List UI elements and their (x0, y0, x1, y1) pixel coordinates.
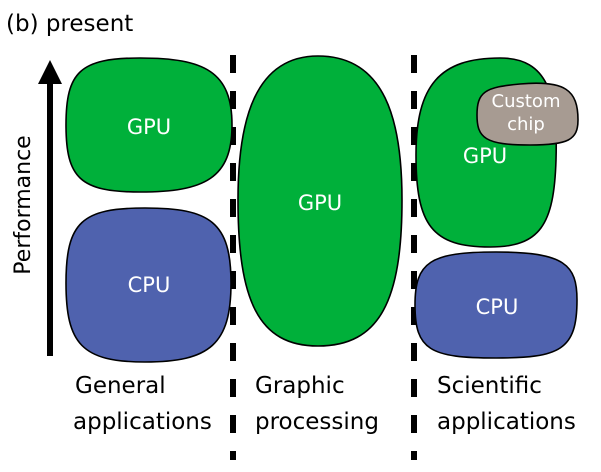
category-label-scientific-line1: Scientific (437, 373, 542, 399)
cpu-label: CPU (476, 295, 519, 319)
category-label-graphic-line1: Graphic (255, 373, 345, 399)
custom-chip-label-line1: Custom (492, 91, 561, 112)
axis-label-performance: Performance (11, 135, 36, 274)
cpu-block (65, 207, 232, 363)
performance-arrow-icon (38, 60, 62, 356)
gpu-label: GPU (127, 115, 171, 139)
category-label-graphic-line2: processing (255, 409, 379, 435)
gpu-label: GPU (298, 191, 342, 215)
cpu-block (414, 251, 578, 359)
gpu-label: GPU (463, 144, 507, 168)
column-scientific-applications: GPU Custom chip CPU (414, 57, 579, 359)
figure-title: (b) present (6, 11, 133, 37)
cpu-label: CPU (128, 273, 171, 297)
category-label-general-line2: applications (73, 409, 212, 435)
category-label-scientific-line2: applications (437, 409, 576, 435)
column-general-applications: GPU CPU (65, 57, 233, 363)
custom-chip-block (476, 82, 579, 146)
custom-chip-label-line2: chip (507, 114, 545, 135)
category-label-general-line1: General (75, 373, 166, 399)
column-graphic-processing: GPU (237, 55, 403, 347)
gpu-block (237, 55, 403, 347)
gpu-block (65, 57, 233, 193)
